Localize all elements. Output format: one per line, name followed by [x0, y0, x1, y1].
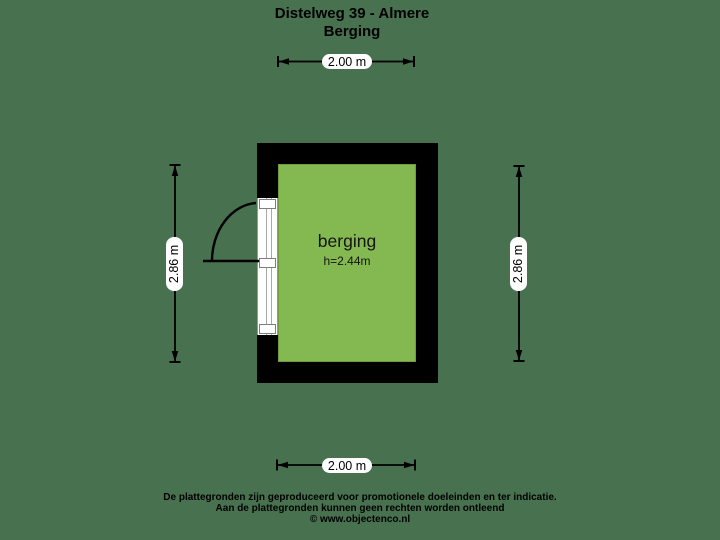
dimension-label-bottom: 2.00 m [322, 458, 372, 473]
footer-copyright: © www.objectenco.nl [309, 513, 411, 525]
dimension-label-left-text: 2.86 m [167, 244, 182, 284]
room-ceiling-height: h=2.44m [323, 254, 371, 268]
dimension-label-right-text: 2.86 m [511, 244, 526, 284]
door-swing [203, 201, 259, 263]
footer-line-2: Aan de plattegronden kunnen geen rechten… [215, 502, 505, 514]
footer-line-1: De plattegronden zijn geproduceerd voor … [163, 492, 557, 503]
footer-disclaimer: De plattegronden zijn geproduceerd voor … [0, 492, 720, 525]
plan-title: Distelweg 39 - Almere Berging [132, 5, 572, 41]
door-frame-block-bottom [259, 324, 276, 334]
dimension-label-bottom-text: 2.00 m [327, 458, 367, 473]
dimension-label-right: 2.86 m [510, 237, 527, 291]
door-frame-block-middle [259, 258, 276, 268]
room-name: berging [317, 231, 377, 251]
dimension-label-left: 2.86 m [166, 237, 183, 291]
room-berging [278, 164, 416, 362]
plan-title-address: Distelweg 39 - Almere [274, 5, 430, 22]
door-frame-block-top [259, 199, 276, 209]
plan-title-room: Berging [323, 23, 381, 40]
room-label: berging h=2.44m [278, 231, 416, 268]
door-frame [257, 198, 278, 335]
dimension-label-top-text: 2.00 m [327, 54, 367, 69]
dimension-label-top: 2.00 m [322, 54, 372, 69]
